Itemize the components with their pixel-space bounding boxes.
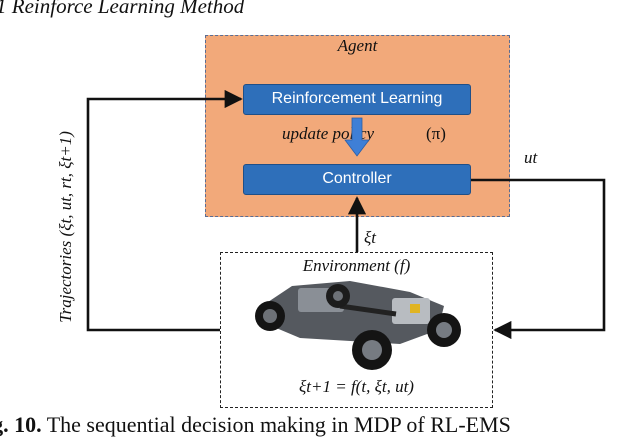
transition-equation: ξt+1 = f(t, ξt, ut) (299, 377, 414, 396)
chassis-image (255, 281, 461, 370)
figure-caption-text: The sequential decision making in MDP of… (41, 412, 511, 437)
update-policy-label: update policy (282, 124, 375, 143)
section-title: 1 Reinforce Learning Method (0, 0, 245, 18)
action-arrow (471, 178, 606, 340)
state-signal-label: ξt (364, 228, 377, 247)
trajectories-arrow (86, 89, 243, 332)
agent-label: Agent (337, 36, 378, 55)
action-signal-label: ut (524, 148, 538, 167)
environment-label: Environment (f) (302, 256, 411, 275)
controller-box: Controller (243, 164, 471, 195)
policy-symbol: (π) (426, 124, 446, 143)
policy-update-arrow (344, 117, 370, 157)
reinforcement-learning-box: Reinforcement Learning (243, 84, 471, 115)
figure-caption-label: ig. 10. (0, 412, 42, 437)
figure-caption: ig. 10. The sequential decision making i… (0, 412, 511, 438)
